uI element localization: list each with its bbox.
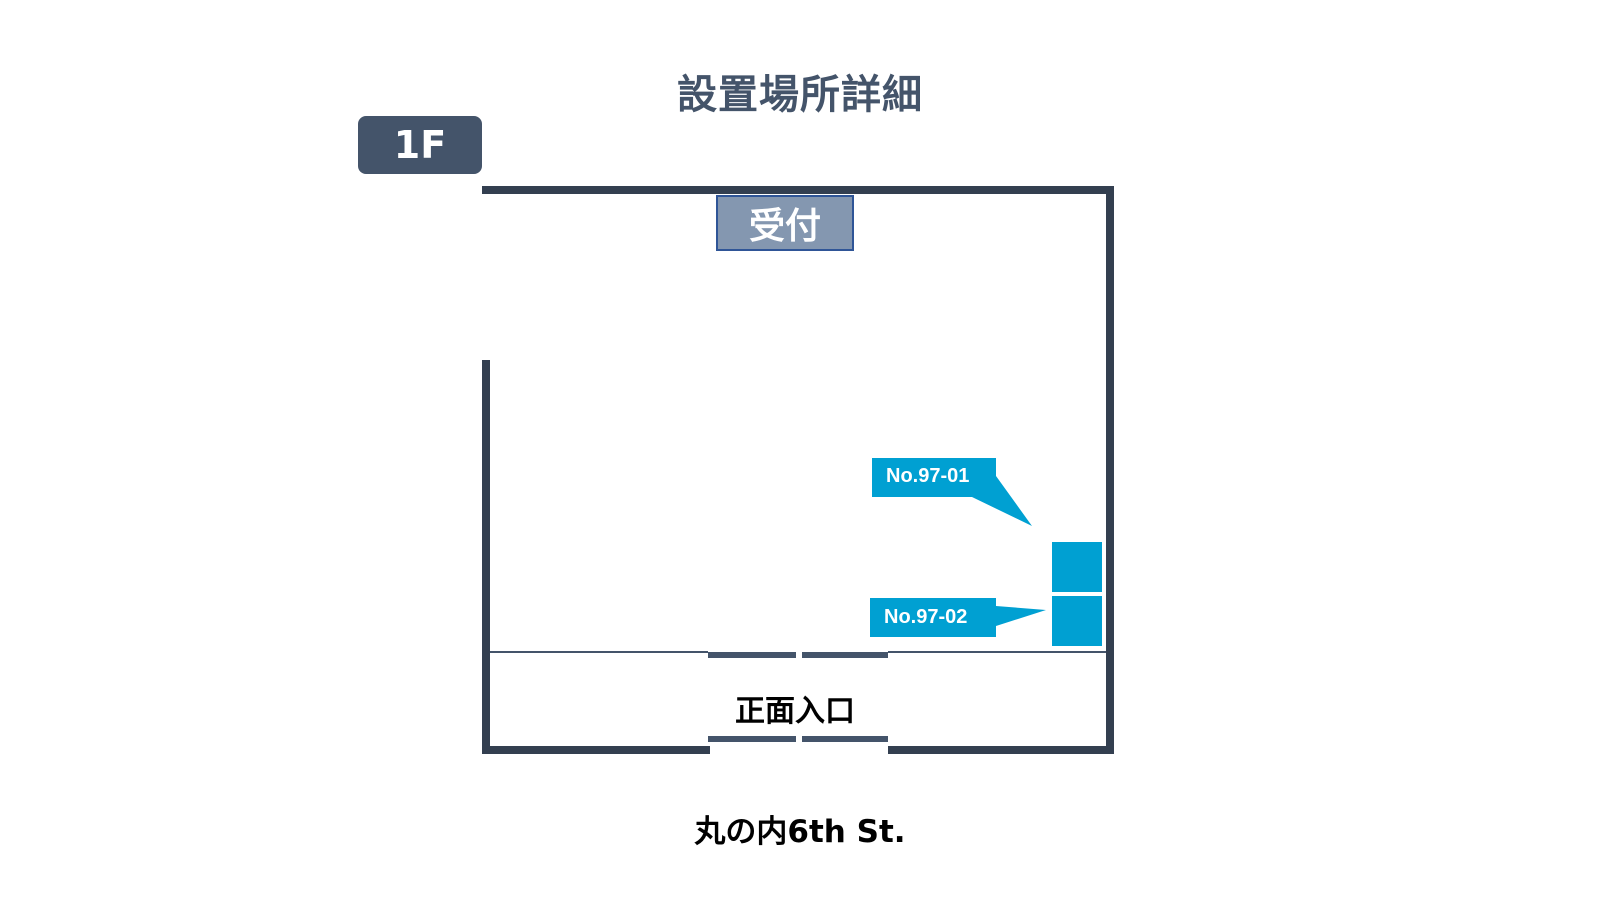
callout-97-02-shape <box>870 598 1046 637</box>
callout-97-01-shape <box>872 458 1032 526</box>
wall-right <box>1106 186 1114 754</box>
callout-97-02-label: No.97-02 <box>884 606 968 628</box>
vestibule-line-right <box>888 651 1106 653</box>
wall-top <box>482 186 1114 194</box>
street-label: 丸の内6th St. <box>694 814 906 850</box>
inner-door-right <box>802 652 888 658</box>
wall-left <box>482 360 490 754</box>
floor-badge: 1F <box>358 116 482 174</box>
wall-bottom-left <box>482 746 710 754</box>
wall-bottom-right <box>888 746 1114 754</box>
vestibule-line-left <box>490 651 708 653</box>
callout-97-01-label: No.97-01 <box>886 465 970 487</box>
outer-door-left <box>708 736 796 742</box>
entrance-label: 正面入口 <box>735 694 855 729</box>
page-title: 設置場所詳細 <box>677 72 923 118</box>
unit-97-02 <box>1052 596 1102 646</box>
reception-desk: 受付 <box>716 195 854 251</box>
outer-door-right <box>802 736 888 742</box>
inner-door-left <box>708 652 796 658</box>
unit-97-01 <box>1052 542 1102 592</box>
